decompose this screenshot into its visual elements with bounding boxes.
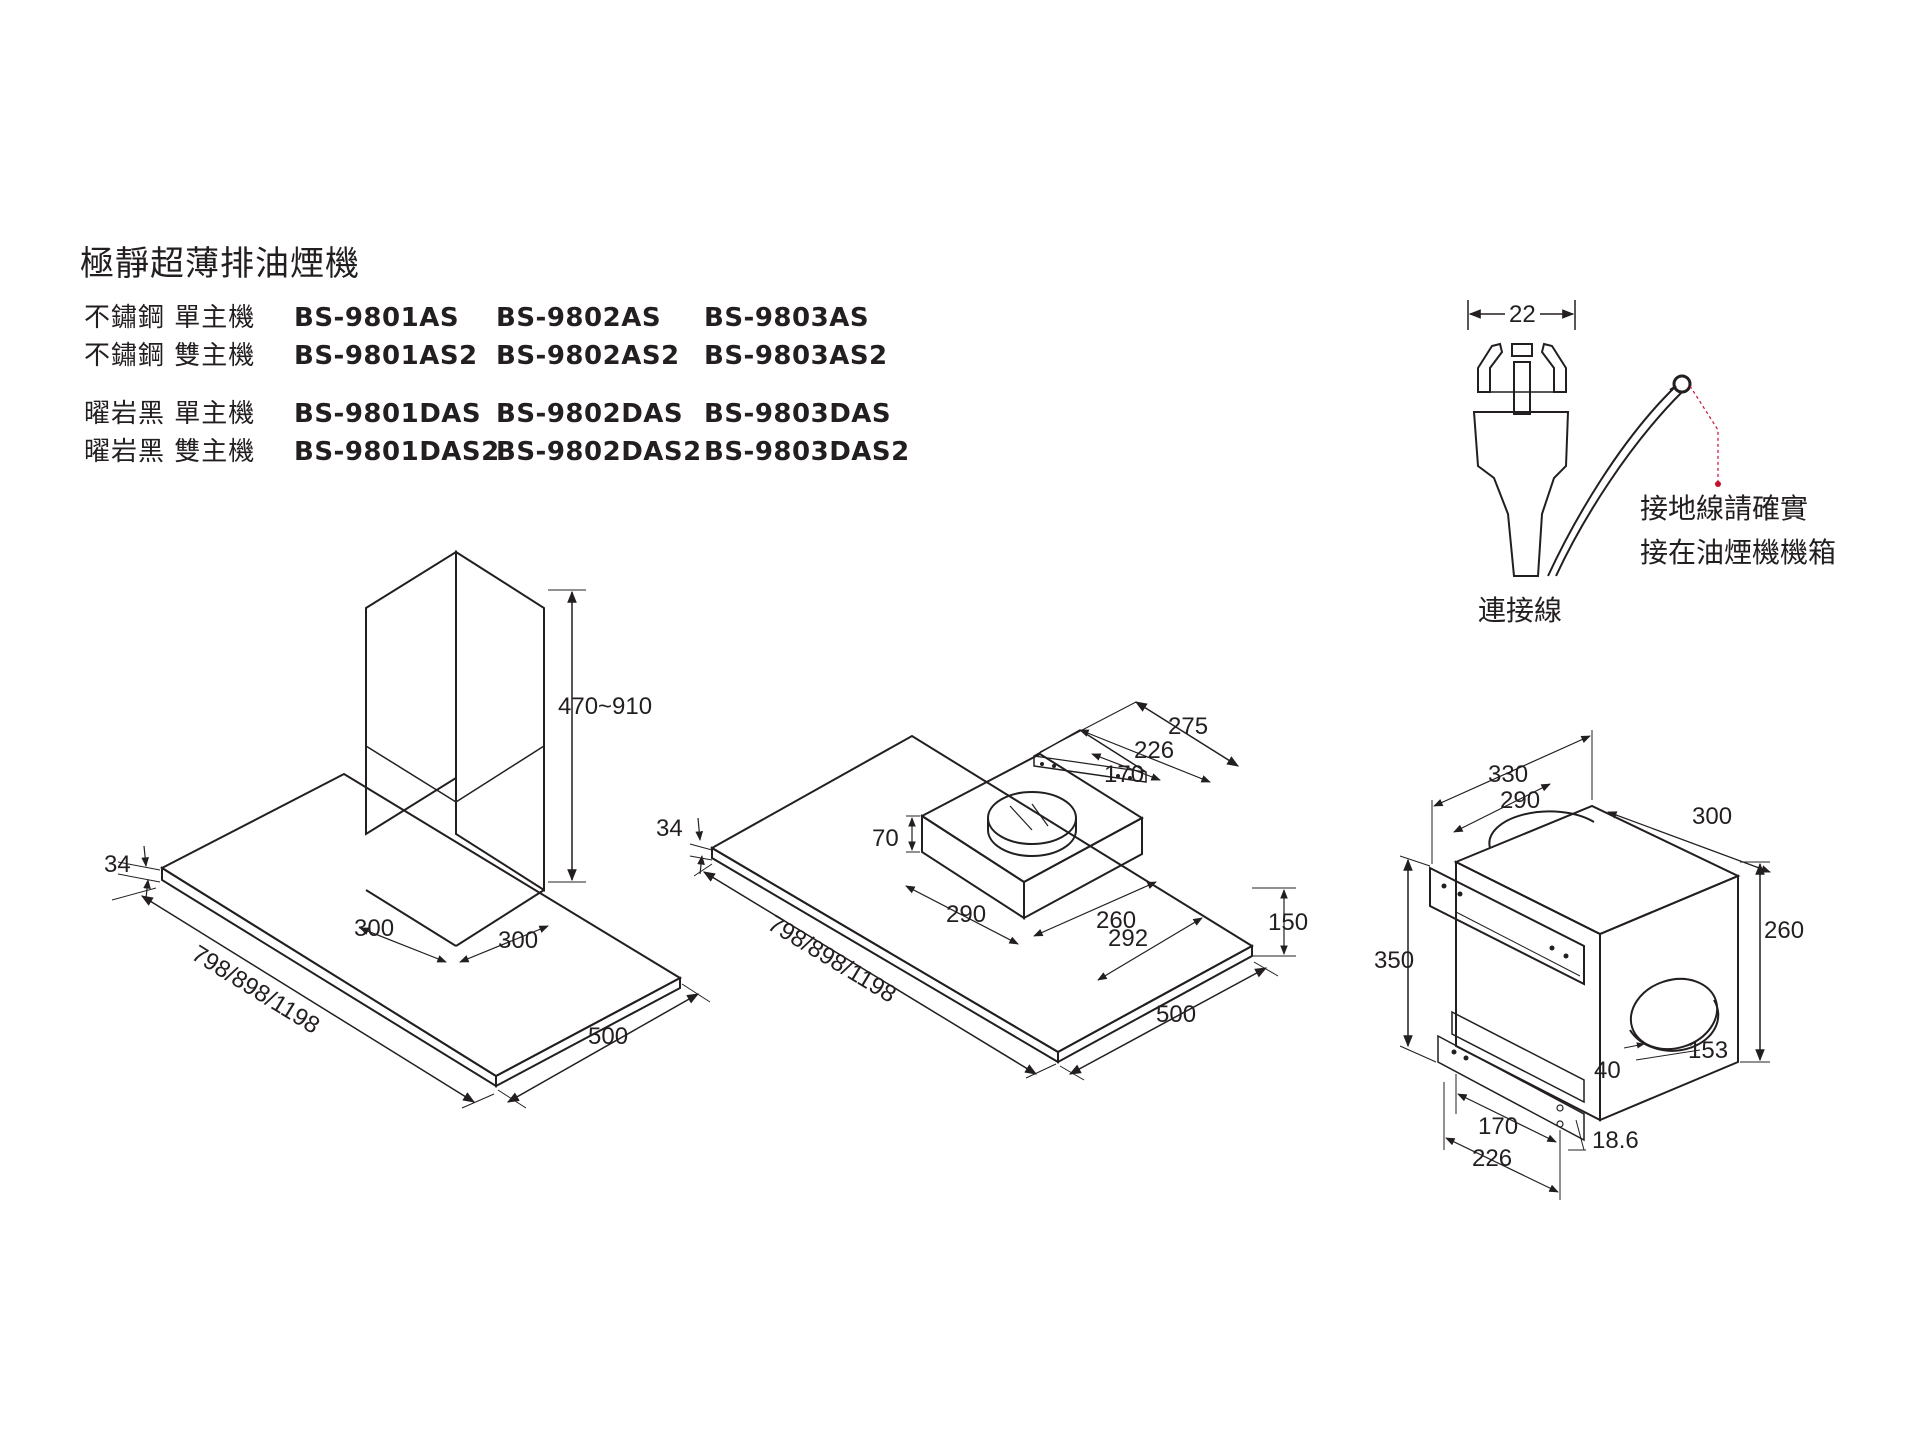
grounding-note-line2: 接在油煙機機箱	[1640, 536, 1836, 569]
motor-height-label: 350	[1374, 947, 1414, 974]
motor-top-outer-label: 330	[1488, 761, 1528, 788]
motor-side-height-label: 260	[1764, 917, 1804, 944]
box-width-label: 290	[946, 901, 986, 928]
model-category: 曜岩黑 雙主機	[84, 437, 256, 467]
model-category: 曜岩黑 單主機	[84, 399, 256, 429]
chimney-height-label: 470~910	[558, 693, 652, 720]
plate-thickness-label: 18.6	[1592, 1127, 1639, 1154]
model-code: BS-9803AS	[704, 303, 870, 333]
model-code: BS-9801AS2	[294, 341, 478, 371]
chimney-width-label: 798/898/1198	[187, 940, 324, 1039]
model-code: BS-9802AS2	[496, 341, 680, 371]
bracket-outer-label: 275	[1168, 713, 1208, 740]
model-category: 不鏽鋼 雙主機	[84, 341, 256, 371]
flat-thickness-label: 34	[656, 815, 683, 842]
model-category: 不鏽鋼 單主機	[84, 303, 256, 333]
connector-label: 連接線	[1478, 594, 1562, 627]
chimney-right-label: 300	[498, 927, 538, 954]
bottom-inner-label: 170	[1478, 1113, 1518, 1140]
model-code: BS-9801DAS2	[294, 437, 500, 467]
front-height-label: 150	[1268, 909, 1308, 936]
chimney-left-label: 300	[354, 915, 394, 942]
motor-box-drawing: 330 290 300 350 260 40 153 170 226 18.6	[1374, 730, 1804, 1200]
bottom-outer-label: 226	[1472, 1145, 1512, 1172]
model-code: BS-9802DAS	[496, 399, 684, 429]
model-code: BS-9803DAS2	[704, 437, 910, 467]
model-code: BS-9803AS2	[704, 341, 888, 371]
connector-drawing: 22 連接線 接地線請確實 接在油煙機機箱	[1467, 300, 1836, 627]
motor-offset-label: 40	[1594, 1057, 1621, 1084]
model-code: BS-9801AS	[294, 303, 460, 333]
chimney-depth-label: 500	[588, 1023, 628, 1050]
motor-depth-label: 300	[1692, 803, 1732, 830]
flat-hood-drawing: 275 226 170 70 290 260 292 150 34 798/8	[656, 701, 1308, 1081]
motor-top-inner-label: 290	[1500, 787, 1540, 814]
flat-depth-label: 500	[1156, 1001, 1196, 1028]
grounding-note-line1: 接地線請確實	[1640, 492, 1808, 525]
model-code: BS-9803DAS	[704, 399, 892, 429]
connector-width-label: 22	[1509, 301, 1536, 328]
box-height-label: 70	[872, 825, 899, 852]
offset-label: 292	[1108, 925, 1148, 952]
model-code: BS-9802DAS2	[496, 437, 702, 467]
model-code: BS-9801DAS	[294, 399, 482, 429]
page-title: 極靜超薄排油煙機	[80, 244, 360, 284]
bracket-mid-label: 226	[1134, 737, 1174, 764]
chimney-hood-drawing: 470~910 34 798/898/1198 300 300 500	[104, 550, 711, 1109]
chimney-thickness-label: 34	[104, 851, 131, 878]
model-code: BS-9802AS	[496, 303, 662, 333]
flat-width-label: 798/898/1198	[763, 910, 901, 1008]
bracket-inner-label: 170	[1104, 761, 1144, 788]
duct-diameter-label: 153	[1688, 1037, 1728, 1064]
